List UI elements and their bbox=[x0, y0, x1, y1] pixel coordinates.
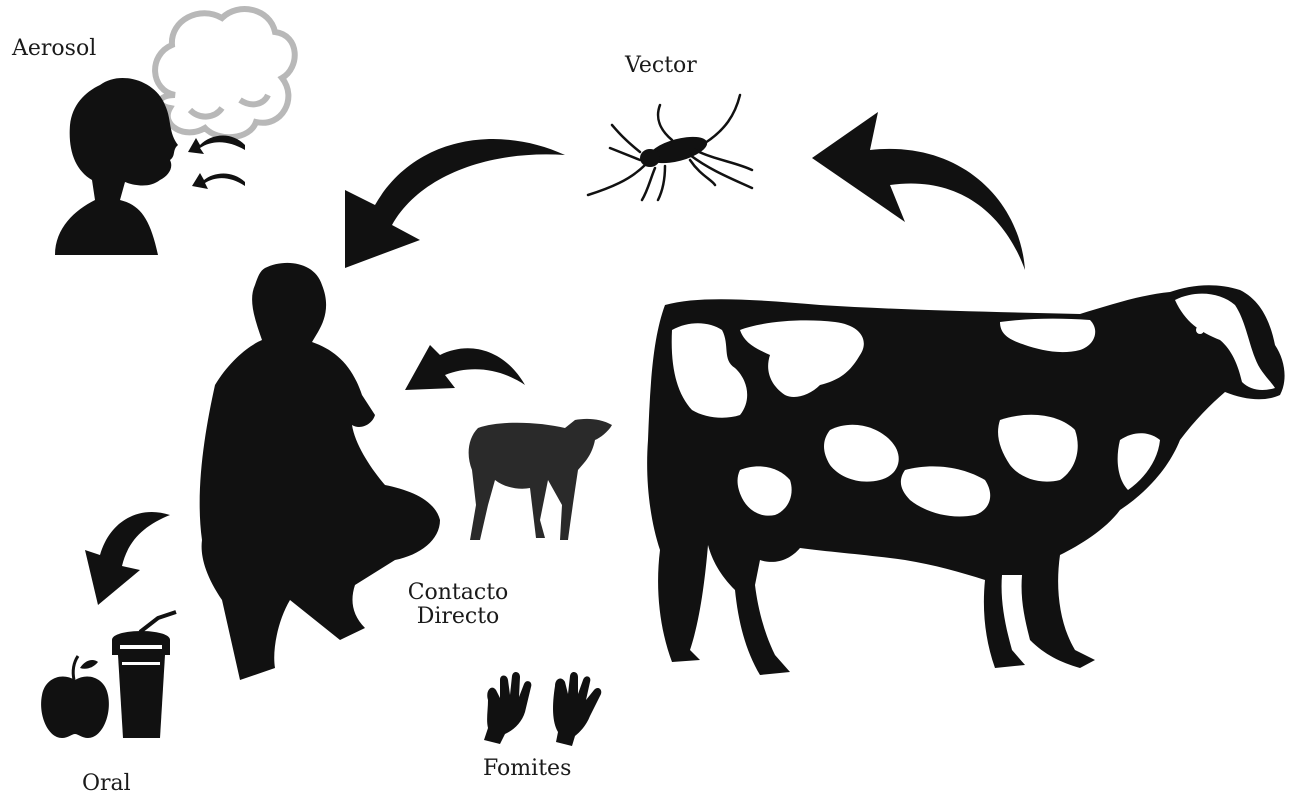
cow-icon bbox=[647, 285, 1284, 675]
calf-icon bbox=[469, 419, 612, 540]
fomites-label: Fomites bbox=[483, 757, 571, 781]
arrow-icon bbox=[345, 139, 565, 268]
contacto-directo-label: Contacto Directo bbox=[398, 581, 518, 629]
person-breathing-icon bbox=[55, 78, 178, 255]
mosquito-icon bbox=[588, 95, 752, 200]
arrow-icon bbox=[405, 345, 525, 390]
arrow-icon bbox=[85, 512, 170, 605]
vector-label: Vector bbox=[625, 54, 697, 78]
aerosol-label: Aerosol bbox=[12, 37, 96, 61]
apple-icon bbox=[41, 656, 109, 738]
drink-cup-icon bbox=[112, 612, 176, 738]
oral-label: Oral bbox=[82, 772, 131, 796]
arrow-icon bbox=[812, 112, 1025, 270]
aerosol-cloud-icon bbox=[155, 9, 295, 137]
gloves-icon bbox=[484, 672, 601, 746]
contacto-label-line2: Directo bbox=[398, 605, 518, 629]
contacto-label-line1: Contacto bbox=[398, 581, 518, 605]
arrow-icon bbox=[188, 136, 245, 189]
